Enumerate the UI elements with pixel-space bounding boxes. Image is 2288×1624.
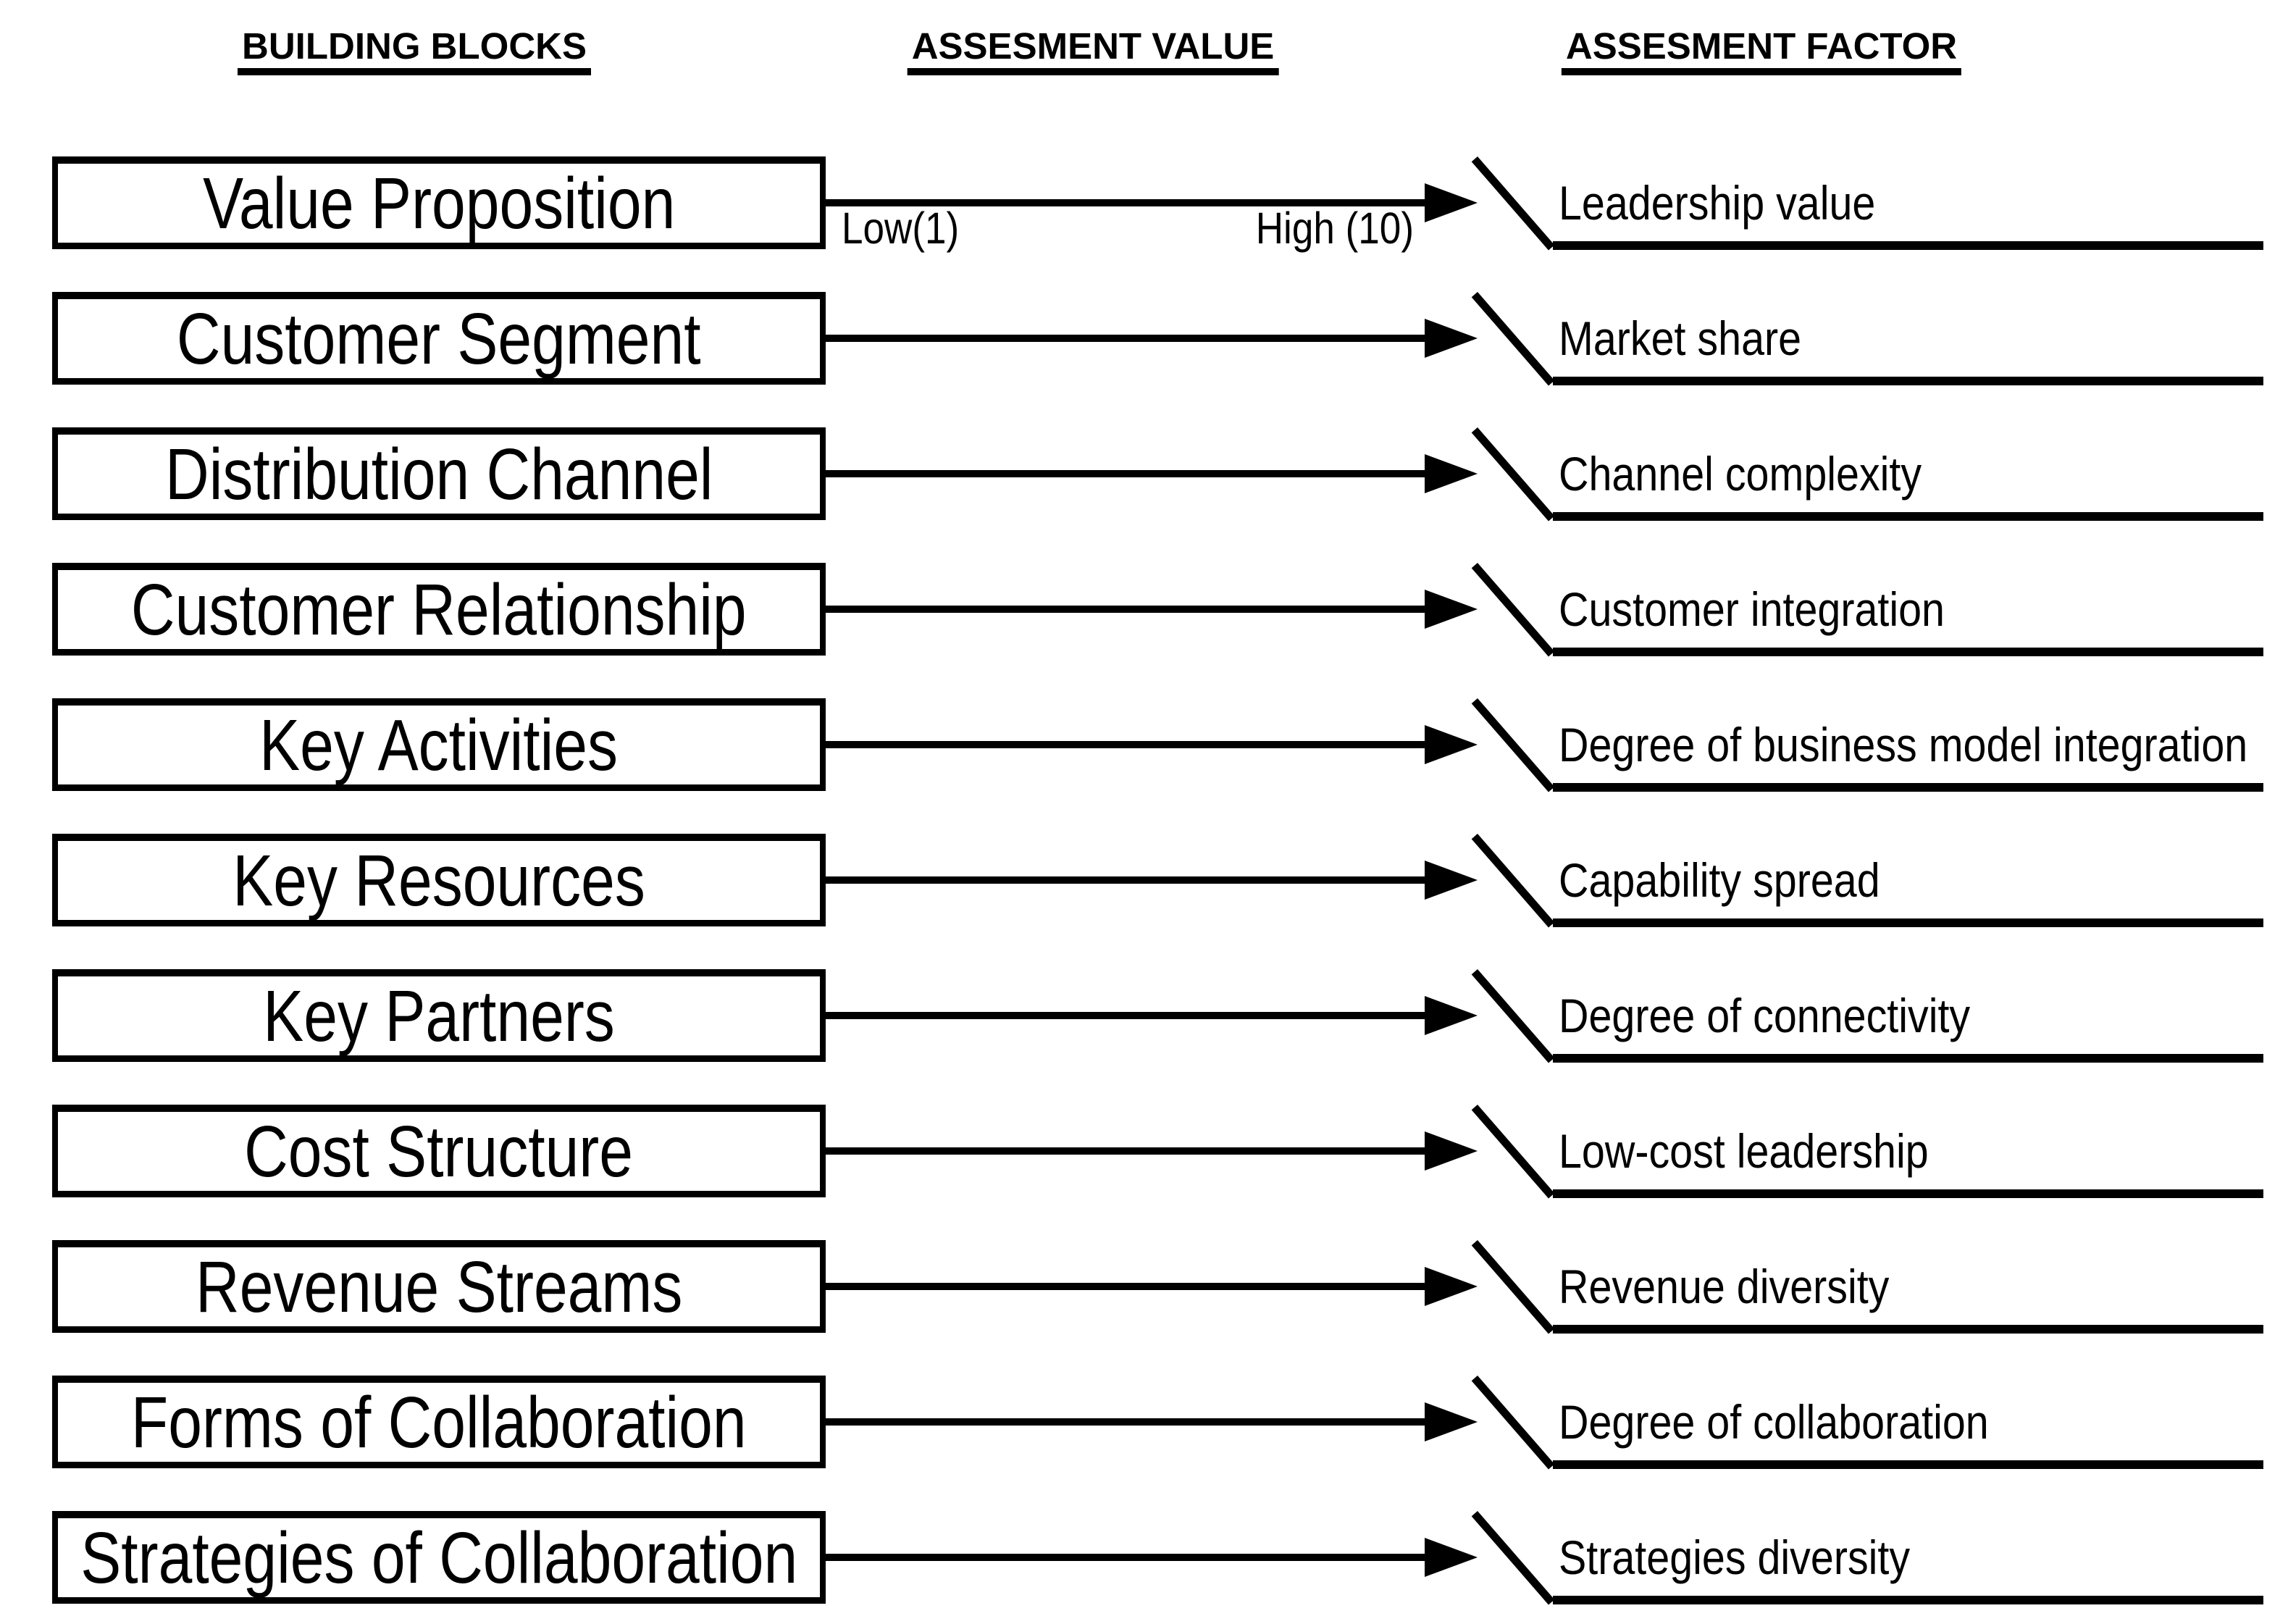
assessment-factor-label: Degree of business model integration bbox=[1559, 718, 2248, 771]
assessment-factor-label: Leadership value bbox=[1559, 176, 1876, 230]
building-block-box: Distribution Channel bbox=[52, 427, 826, 520]
building-block-box: Key Resources bbox=[52, 834, 826, 926]
arrow-head-icon bbox=[1425, 996, 1478, 1035]
assessment-value-arrow-line bbox=[826, 1012, 1425, 1019]
building-block-label: Distribution Channel bbox=[164, 433, 713, 515]
assessment-value-arrow-line bbox=[826, 470, 1425, 477]
diagram-row: Cost Structure Low-cost leadership bbox=[0, 1083, 2288, 1219]
building-block-label: Strategies of Collaboration bbox=[80, 1517, 797, 1599]
arrow-head-icon bbox=[1425, 183, 1478, 222]
factor-underline bbox=[1553, 1189, 2263, 1198]
assessment-value-arrow-line bbox=[826, 199, 1425, 206]
assessment-factor-label: Strategies diversity bbox=[1559, 1531, 1911, 1584]
diagram-row: Key Resources Capability spread bbox=[0, 812, 2288, 948]
diagram-row: Value Proposition Leadership value bbox=[0, 135, 2288, 271]
assessment-value-arrow-line bbox=[826, 876, 1425, 884]
arrow-head-icon bbox=[1425, 1267, 1478, 1306]
building-block-box: Value Proposition bbox=[52, 156, 826, 249]
factor-underline bbox=[1553, 1054, 2263, 1063]
factor-underline bbox=[1553, 241, 2263, 250]
assessment-value-arrow-line bbox=[826, 1283, 1425, 1290]
assessment-value-arrow-line bbox=[826, 335, 1425, 342]
factor-diagonal-tick bbox=[1471, 427, 1555, 522]
diagram-row: Customer Segment Market share bbox=[0, 270, 2288, 406]
assessment-value-arrow-line bbox=[826, 606, 1425, 613]
arrow-head-icon bbox=[1425, 1131, 1478, 1171]
assessment-factor-label: Capability spread bbox=[1559, 853, 1880, 907]
arrow-head-icon bbox=[1425, 590, 1478, 629]
scale-low-label: Low(1) bbox=[842, 204, 960, 253]
factor-underline bbox=[1553, 1460, 2263, 1469]
building-block-label: Cost Structure bbox=[244, 1110, 634, 1192]
column-header-building-blocks: BUILDING BLOCKS bbox=[238, 25, 591, 75]
factor-underline bbox=[1553, 377, 2263, 385]
diagram-row: Key Activities Degree of business model … bbox=[0, 677, 2288, 813]
factor-underline bbox=[1553, 648, 2263, 656]
assessment-value-arrow-line bbox=[826, 1418, 1425, 1426]
factor-diagonal-tick bbox=[1471, 1240, 1555, 1334]
building-block-label: Key Activities bbox=[259, 704, 619, 786]
building-block-box: Strategies of Collaboration bbox=[52, 1511, 826, 1604]
building-block-box: Cost Structure bbox=[52, 1105, 826, 1197]
assessment-factor-label: Degree of connectivity bbox=[1559, 989, 1971, 1042]
factor-diagonal-tick bbox=[1471, 563, 1555, 657]
assessment-factor-label: Low-cost leadership bbox=[1559, 1124, 1929, 1178]
arrow-head-icon bbox=[1425, 725, 1478, 764]
building-block-box: Customer Relationship bbox=[52, 563, 826, 656]
factor-diagonal-tick bbox=[1471, 698, 1555, 792]
factor-diagonal-tick bbox=[1471, 156, 1555, 251]
building-block-label: Forms of Collaboration bbox=[131, 1381, 747, 1463]
building-block-label: Value Proposition bbox=[202, 162, 676, 244]
factor-underline bbox=[1553, 918, 2263, 927]
building-block-label: Key Partners bbox=[263, 975, 615, 1057]
diagram-row: Distribution Channel Channel complexity bbox=[0, 406, 2288, 542]
assessment-factor-label: Channel complexity bbox=[1559, 447, 1922, 501]
building-block-label: Customer Relationship bbox=[131, 569, 747, 650]
factor-diagonal-tick bbox=[1471, 1105, 1555, 1199]
diagram-row: Strategies of Collaboration Strategies d… bbox=[0, 1489, 2288, 1624]
scale-high-label: High (10) bbox=[1255, 204, 1414, 253]
column-header-assesment-factor: ASSESMENT FACTOR bbox=[1561, 25, 1962, 75]
factor-diagonal-tick bbox=[1471, 1511, 1555, 1605]
arrow-head-icon bbox=[1425, 319, 1478, 358]
factor-underline bbox=[1553, 1596, 2263, 1604]
assessment-value-arrow-line bbox=[826, 1147, 1425, 1155]
diagram-row: Revenue Streams Revenue diversity bbox=[0, 1218, 2288, 1355]
arrow-head-icon bbox=[1425, 1402, 1478, 1441]
factor-diagonal-tick bbox=[1471, 292, 1555, 386]
assessment-factor-label: Revenue diversity bbox=[1559, 1260, 1890, 1313]
factor-diagonal-tick bbox=[1471, 834, 1555, 928]
building-block-box: Key Partners bbox=[52, 969, 826, 1062]
factor-underline bbox=[1553, 512, 2263, 521]
arrow-head-icon bbox=[1425, 454, 1478, 493]
assessment-factor-label: Degree of collaboration bbox=[1559, 1395, 1989, 1449]
building-block-label: Key Resources bbox=[232, 840, 645, 921]
building-block-box: Key Activities bbox=[52, 698, 826, 791]
building-block-box: Revenue Streams bbox=[52, 1240, 826, 1333]
arrow-head-icon bbox=[1425, 1538, 1478, 1577]
assessment-factor-label: Customer integration bbox=[1559, 582, 1945, 636]
assessment-factor-label: Market share bbox=[1559, 311, 1802, 365]
diagram-row: Key Partners Degree of connectivity bbox=[0, 947, 2288, 1084]
diagram-row: Customer Relationship Customer integrati… bbox=[0, 541, 2288, 677]
factor-underline bbox=[1553, 783, 2263, 792]
factor-diagonal-tick bbox=[1471, 969, 1555, 1063]
assessment-value-arrow-line bbox=[826, 1554, 1425, 1561]
factor-diagonal-tick bbox=[1471, 1376, 1555, 1470]
building-block-label: Revenue Streams bbox=[195, 1246, 683, 1328]
diagram-row: Forms of Collaboration Degree of collabo… bbox=[0, 1354, 2288, 1490]
assessment-value-arrow-line bbox=[826, 741, 1425, 748]
factor-underline bbox=[1553, 1325, 2263, 1334]
building-block-label: Customer Segment bbox=[177, 298, 701, 380]
building-block-box: Forms of Collaboration bbox=[52, 1376, 826, 1468]
column-header-assesment-value: ASSESMENT VALUE bbox=[907, 25, 1279, 75]
arrow-head-icon bbox=[1425, 861, 1478, 900]
building-block-box: Customer Segment bbox=[52, 292, 826, 385]
